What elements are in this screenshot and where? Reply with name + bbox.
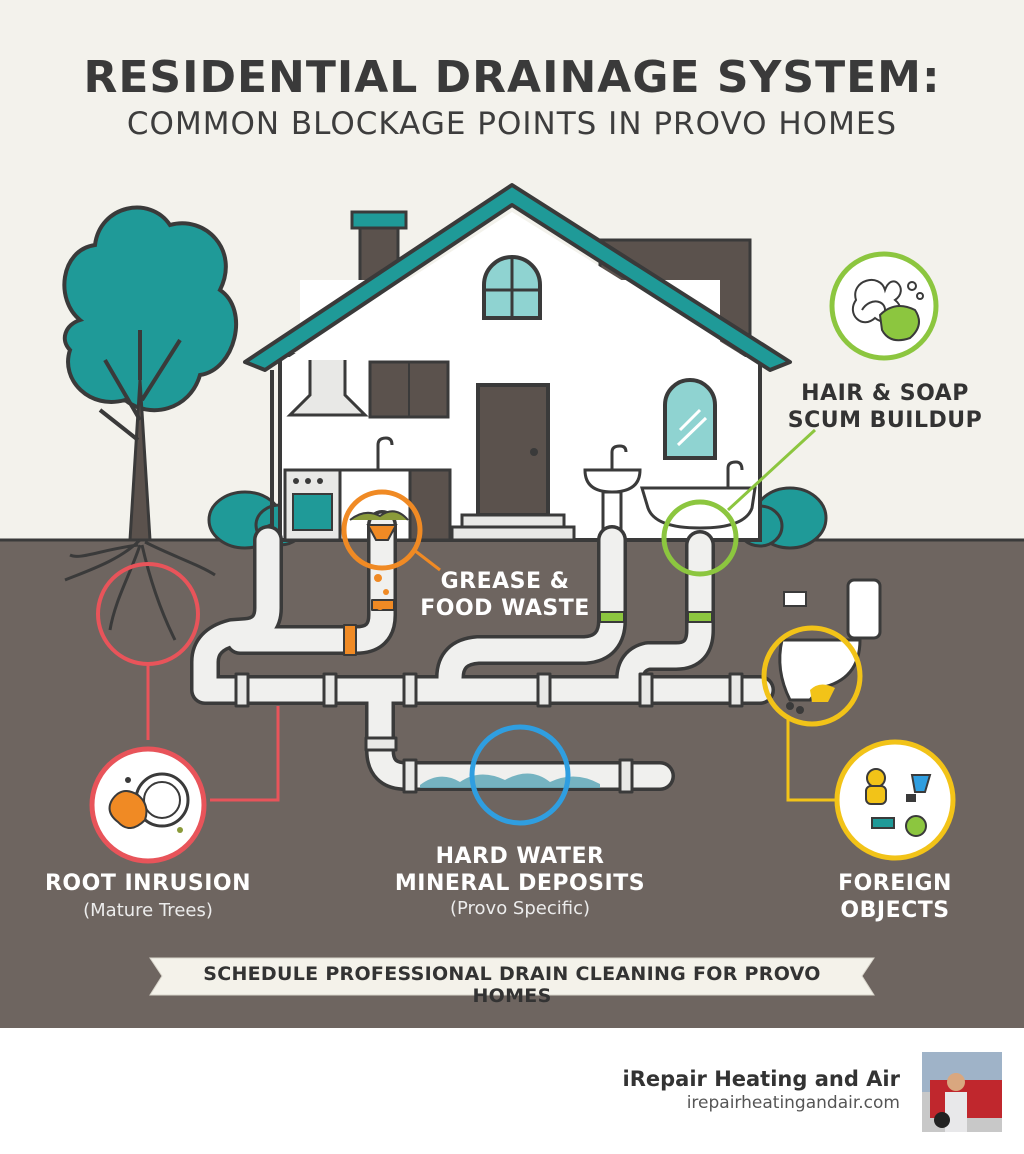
foreign-objects-label-line1: FOREIGN [838, 871, 952, 896]
page-title: RESIDENTIAL DRAINAGE SYSTEM: [83, 52, 941, 103]
hair-soap-label-line1: HAIR & SOAP [801, 381, 969, 406]
brand-url[interactable]: irepairheatingandair.com [686, 1093, 900, 1113]
grease-leader [413, 548, 441, 572]
foreign-objects-label: FOREIGN OBJECTS [820, 870, 970, 924]
foreign-ring [761, 625, 863, 727]
brand-name: iRepair Heating and Air [622, 1067, 900, 1091]
cta-banner-text[interactable]: SCHEDULE PROFESSIONAL DRAIN CLEANING FOR… [203, 963, 821, 1007]
root-label: ROOT INRUSION [44, 871, 252, 896]
grease-deposit [349, 510, 409, 610]
grease-ring [341, 489, 423, 571]
hair-leader [726, 428, 817, 512]
cta-banner-shape [149, 957, 875, 996]
foreign-objects-icon [834, 739, 956, 861]
avatar [922, 1052, 1002, 1132]
bathroom-window [663, 378, 717, 460]
hardwater-label-line2: MINERAL DEPOSITS [394, 871, 646, 896]
house-roof [243, 183, 792, 372]
page-subtitle: COMMON BLOCKAGE POINTS IN PROVO HOMES [126, 106, 898, 142]
front-door [450, 383, 576, 542]
root-sublabel: (Mature Trees) [83, 900, 213, 921]
toilet [778, 578, 882, 714]
grease-label-line2: FOOD WASTE [420, 596, 590, 621]
grease-label-line1: GREASE & [440, 569, 570, 594]
hair-ring [661, 499, 739, 577]
hair-soap-icon [829, 251, 939, 361]
pipe-network [190, 510, 775, 794]
foreign-objects-label-line2: OBJECTS [840, 898, 950, 923]
attic-window [482, 255, 542, 320]
root-leader [146, 664, 280, 802]
mineral-deposit [420, 773, 600, 788]
hardwater-sublabel: (Provo Specific) [449, 898, 591, 919]
root-food-icon [89, 746, 207, 864]
hair-soap-label-line2: SCUM BUILDUP [787, 408, 983, 433]
tree-icon [62, 205, 238, 641]
hair-soap-label: HAIR & SOAP SCUM BUILDUP [770, 380, 1000, 434]
foreign-leader [786, 718, 840, 802]
footer-background [0, 1028, 1024, 1154]
hardwater-label: HARD WATER MINERAL DEPOSITS [365, 843, 675, 897]
hardwater-ring [469, 724, 571, 826]
hardwater-label-line1: HARD WATER [435, 844, 605, 869]
grease-label: GREASE & FOOD WASTE [410, 568, 600, 622]
